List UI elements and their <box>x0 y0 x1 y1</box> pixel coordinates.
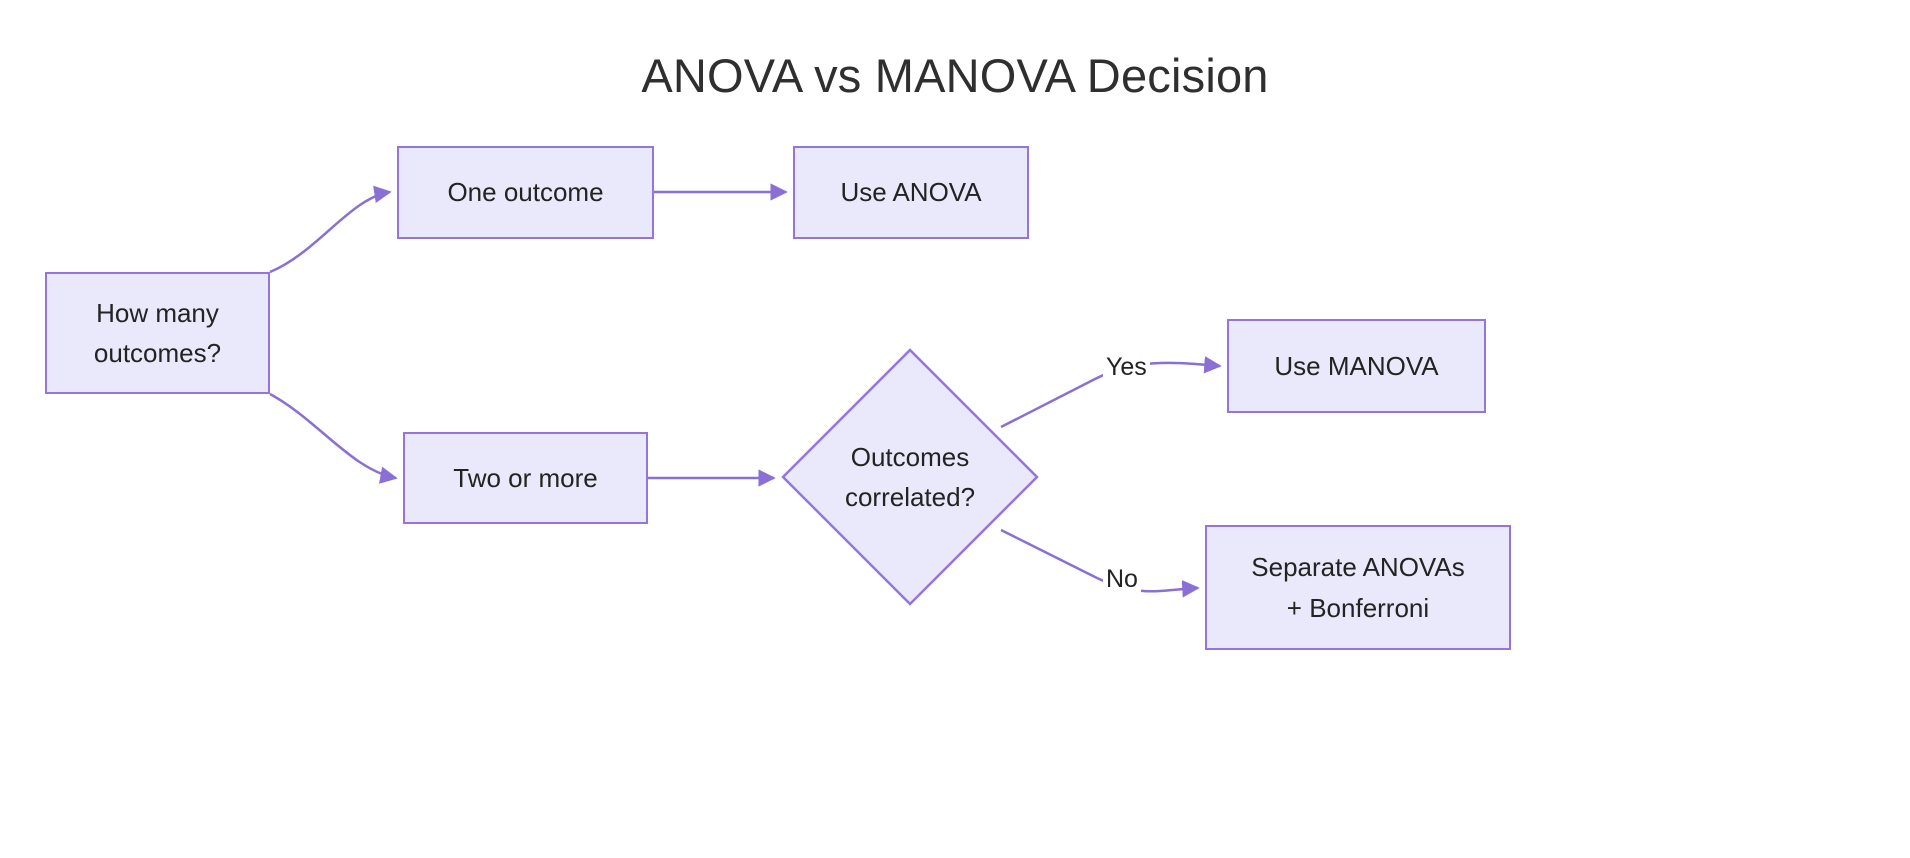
node-use-anova[interactable]: Use ANOVA <box>793 146 1029 239</box>
page-title: ANOVA vs MANOVA Decision <box>641 49 1269 102</box>
edge-label-yes: Yes <box>1103 353 1150 382</box>
node-one-outcome[interactable]: One outcome <box>397 146 654 239</box>
node-use-manova[interactable]: Use MANOVA <box>1227 319 1486 413</box>
node-outcomes-correlated[interactable]: Outcomes correlated? <box>781 348 1039 606</box>
edge-start-to-two-or-more <box>269 392 398 484</box>
node-two-or-more[interactable]: Two or more <box>403 432 648 524</box>
node-how-many-outcomes[interactable]: How many outcomes? <box>45 272 270 394</box>
edge-outcomes-correlated-to-use-manova <box>1000 356 1222 429</box>
diamond-shape <box>781 348 1039 606</box>
edge-outcomes-correlated-to-separate-anovas <box>1000 528 1200 598</box>
edge-start-to-one-outcome <box>269 185 392 274</box>
edge-label-no: No <box>1103 565 1141 594</box>
node-separate-anovas-bonferroni[interactable]: Separate ANOVAs + Bonferroni <box>1205 525 1511 650</box>
